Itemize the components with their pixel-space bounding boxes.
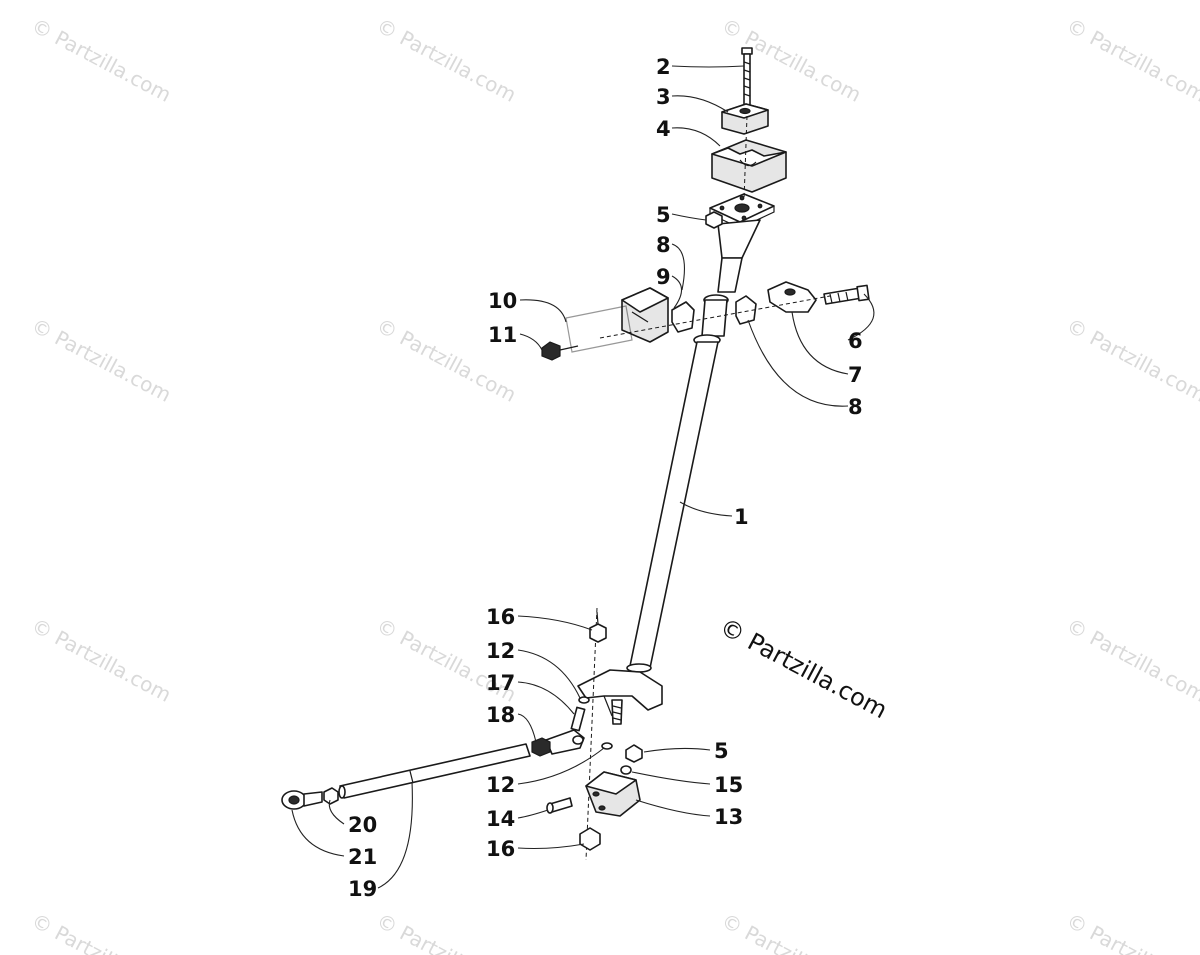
cap-part-3 bbox=[721, 103, 769, 135]
callout-6: 6 bbox=[848, 329, 863, 353]
callout-13: 13 bbox=[714, 805, 743, 829]
stud-part-17 bbox=[570, 706, 586, 732]
nut-part-11 bbox=[541, 341, 579, 361]
nut-part-16-lower bbox=[579, 827, 601, 851]
callout-10: 10 bbox=[488, 289, 517, 313]
callout-8-lower: 8 bbox=[848, 395, 863, 419]
watermark: © Partzilla.com bbox=[373, 908, 521, 955]
clamp-block-part-4 bbox=[711, 139, 787, 193]
tie-rod-part-19 bbox=[338, 743, 531, 799]
alignment-line bbox=[599, 295, 831, 339]
nut-part-5-lower bbox=[625, 744, 643, 763]
watermark: © Partzilla.com bbox=[1063, 613, 1200, 707]
flange-top bbox=[709, 193, 775, 229]
callout-12-upper: 12 bbox=[486, 639, 515, 663]
watermark: © Partzilla.com bbox=[28, 13, 176, 107]
callout-11: 11 bbox=[488, 323, 517, 347]
clip-part-8-right bbox=[735, 295, 757, 325]
callout-15: 15 bbox=[714, 773, 743, 797]
callout-18: 18 bbox=[486, 703, 515, 727]
watermark: © Partzilla.com bbox=[1063, 13, 1200, 107]
rod-end-part-21 bbox=[281, 790, 323, 810]
callout-5-upper: 5 bbox=[656, 203, 671, 227]
callout-5-lower: 5 bbox=[714, 739, 729, 763]
callout-16-lower: 16 bbox=[486, 837, 515, 861]
watermark: © Partzilla.com bbox=[28, 908, 176, 955]
callout-21: 21 bbox=[348, 845, 377, 869]
jam-nut-part-20 bbox=[323, 787, 339, 805]
parts-layer bbox=[281, 47, 870, 861]
callout-19: 19 bbox=[348, 877, 377, 901]
callout-16-upper: 16 bbox=[486, 605, 515, 629]
watermark: © Partzilla.com bbox=[28, 313, 176, 407]
nut-part-16-upper bbox=[589, 611, 607, 643]
washer-part-12-upper bbox=[578, 696, 590, 704]
callout-4: 4 bbox=[656, 117, 671, 141]
callout-7: 7 bbox=[848, 363, 863, 387]
watermark: © Partzilla.com bbox=[28, 613, 176, 707]
callouts: 2 3 4 5 8 9 10 11 6 7 8 1 16 12 17 18 12… bbox=[348, 55, 863, 901]
watermark: © Partzilla.com bbox=[718, 13, 866, 107]
callout-12-lower: 12 bbox=[486, 773, 515, 797]
steering-post-part-1 bbox=[626, 219, 761, 673]
callout-2: 2 bbox=[656, 55, 671, 79]
watermark: © Partzilla.com bbox=[1063, 313, 1200, 407]
alignment-line bbox=[743, 115, 748, 201]
bolt-part-10 bbox=[565, 305, 633, 353]
pivot-bracket bbox=[577, 669, 663, 725]
copyright-mark: © Partzilla.com bbox=[715, 613, 892, 725]
callout-20: 20 bbox=[348, 813, 377, 837]
callout-1: 1 bbox=[734, 505, 749, 529]
callout-3: 3 bbox=[656, 85, 671, 109]
washer-part-12-lower bbox=[601, 742, 613, 750]
watermark: © Partzilla.com bbox=[718, 908, 866, 955]
callout-17: 17 bbox=[486, 671, 515, 695]
clip-part-8-left bbox=[671, 301, 695, 333]
watermark: © Partzilla.com bbox=[373, 13, 521, 107]
nut-part-5-upper bbox=[705, 211, 723, 229]
clamp-part-7 bbox=[767, 281, 817, 313]
bracket-part-9 bbox=[621, 287, 669, 343]
bolt-part-14 bbox=[546, 797, 573, 814]
callout-8-upper: 8 bbox=[656, 233, 671, 257]
callout-9: 9 bbox=[656, 265, 671, 289]
callout-14: 14 bbox=[486, 807, 515, 831]
leader-lines bbox=[291, 65, 875, 889]
lower-bracket-part-13 bbox=[585, 771, 641, 817]
watermark: © Partzilla.com bbox=[1063, 908, 1200, 955]
tie-rod-end-part-18 bbox=[531, 729, 585, 757]
washer-part-15 bbox=[620, 765, 632, 775]
bolt-part-6 bbox=[823, 284, 870, 305]
alignment-line bbox=[585, 607, 598, 861]
